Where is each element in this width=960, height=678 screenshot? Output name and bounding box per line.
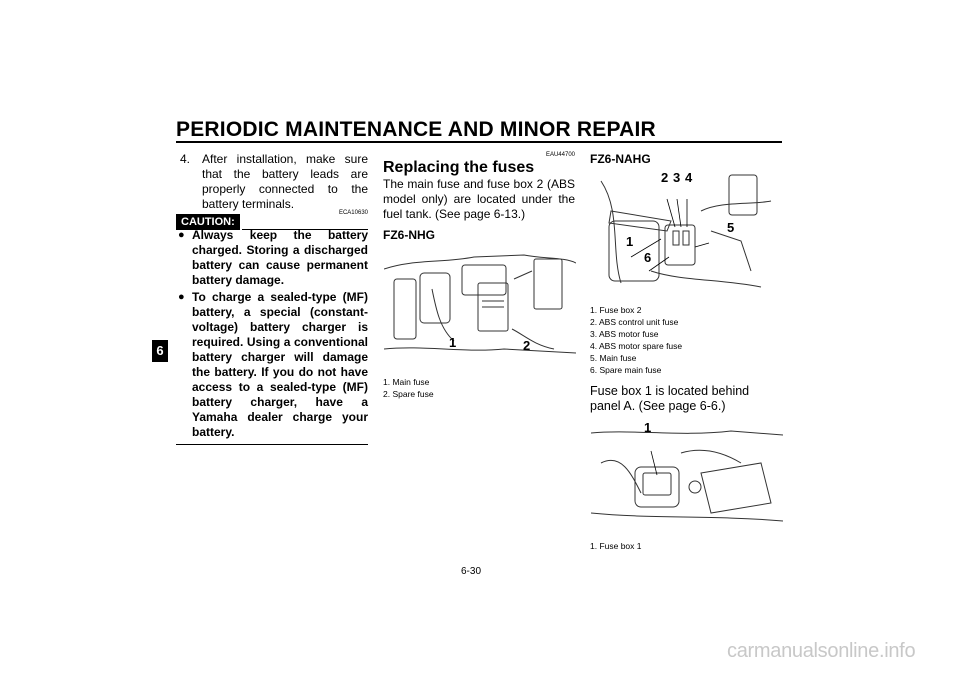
callout-6: 6 xyxy=(644,250,652,265)
callout-5: 5 xyxy=(727,220,735,235)
main-fuse-illustration xyxy=(383,248,577,372)
fuse-box-1-illustration xyxy=(590,422,784,534)
fuse-box-1-drawing xyxy=(591,430,783,522)
bullet-text: To charge a sealed-type (MF) battery, a … xyxy=(192,290,368,439)
callout-1: 1 xyxy=(449,335,457,350)
model-label-fz6-nhg: FZ6-NHG xyxy=(383,228,435,242)
callout-2: 2 xyxy=(661,170,669,185)
legend-item: 5. Main fuse xyxy=(590,353,637,363)
abs-fuse-illustration xyxy=(590,170,784,294)
bullet-text: Always keep the battery charged. Storing… xyxy=(192,228,368,287)
caution-bullet: ● To charge a sealed-type (MF) battery, a… xyxy=(176,290,368,440)
column-2: EAU44700 Replacing the fuses The main fu… xyxy=(383,152,577,400)
legend-item: 3. ABS motor fuse xyxy=(590,329,659,339)
installation-step: 4. After installation, make sure that th… xyxy=(176,152,368,212)
page-number: 6-30 xyxy=(461,566,482,577)
caution-rule xyxy=(241,229,368,230)
header-rule xyxy=(176,141,782,143)
legend-item: 1. Fuse box 1 xyxy=(590,541,642,551)
chapter-tab: 6 xyxy=(152,340,168,362)
fuse-intro-paragraph: The main fuse and fuse box 2 (ABS model … xyxy=(383,177,575,221)
main-fuse-drawing xyxy=(384,254,576,354)
legend-item: 2. Spare fuse xyxy=(383,389,434,399)
bullet-icon: ● xyxy=(178,229,185,241)
column-3: FZ6-NAHG 2 xyxy=(590,152,784,552)
fuse-box-1-paragraph: Fuse box 1 is located behind panel A. (S… xyxy=(590,384,750,413)
callout-1: 1 xyxy=(626,234,634,249)
abs-fuse-legend: 1. Fuse box 2 2. ABS control unit fuse 3… xyxy=(590,304,782,376)
main-fuse-legend: 1. Main fuse 2. Spare fuse xyxy=(383,376,575,400)
step-text: After installation, make sure that the b… xyxy=(202,152,368,211)
caution-code: ECA10630 xyxy=(338,210,368,216)
callout-3: 3 xyxy=(673,170,681,185)
legend-item: 2. ABS control unit fuse xyxy=(590,317,679,327)
page-header-title: PERIODIC MAINTENANCE AND MINOR REPAIR xyxy=(176,118,656,141)
abs-fuse-drawing xyxy=(600,174,772,288)
caution-header: CAUTION: xyxy=(176,214,368,230)
bullet-icon: ● xyxy=(178,291,185,303)
legend-item: 4. ABS motor spare fuse xyxy=(590,341,683,351)
legend-item: 1. Fuse box 2 xyxy=(590,305,642,315)
legend-item: 6. Spare main fuse xyxy=(590,365,662,375)
model-label-fz6-nahg: FZ6-NAHG xyxy=(590,152,651,166)
step-number: 4. xyxy=(180,152,191,166)
watermark: carmanualsonline.info xyxy=(727,640,916,662)
section-title: Replacing the fuses xyxy=(383,159,535,176)
caution-bullets: ● Always keep the battery charged. Storin… xyxy=(176,228,368,440)
callout-2: 2 xyxy=(523,338,531,353)
callout-1: 1 xyxy=(644,420,652,435)
callout-4: 4 xyxy=(685,170,693,185)
caution-label: CAUTION: xyxy=(176,214,240,230)
column-1: 4. After installation, make sure that th… xyxy=(176,152,368,445)
caution-bullet: ● Always keep the battery charged. Storin… xyxy=(176,228,368,288)
section-code: EAU44700 xyxy=(545,152,575,158)
legend-item: 1. Main fuse xyxy=(383,377,430,387)
fuse-box-1-legend: 1. Fuse box 1 xyxy=(590,540,782,552)
caution-end-rule xyxy=(176,444,368,445)
